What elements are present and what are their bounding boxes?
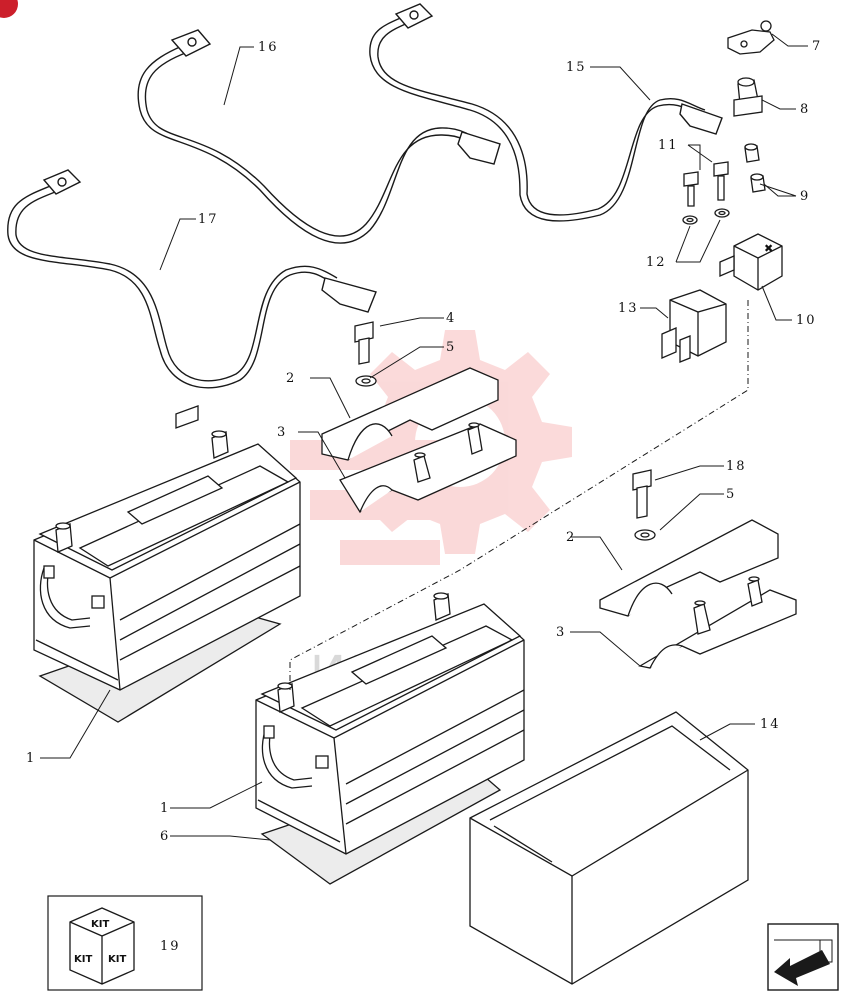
battery-lower <box>255 592 525 885</box>
kit-panel <box>47 895 203 991</box>
callout-16: 16 <box>258 40 279 55</box>
callout-4: 4 <box>446 311 456 326</box>
kit-top-label: KIT <box>91 919 109 930</box>
battery-upper <box>33 405 301 723</box>
callout-1: 1 <box>160 801 170 816</box>
callout-2: 2 <box>566 530 576 545</box>
callout-12: 12 <box>646 255 667 270</box>
callout-10: 10 <box>796 313 817 328</box>
relay-13 <box>661 289 727 363</box>
callout-6: 6 <box>160 829 170 844</box>
callout-5: 5 <box>446 340 456 355</box>
arrow-back-icon[interactable] <box>767 923 839 991</box>
kit-right-label: KIT <box>108 954 126 965</box>
bolts-11 <box>682 161 730 225</box>
cable-15 <box>369 3 723 222</box>
bracket-upper <box>321 321 517 514</box>
callout-9: 9 <box>800 189 810 204</box>
cable-16 <box>137 29 501 244</box>
callout-15: 15 <box>566 60 587 75</box>
callout-1: 1 <box>26 751 36 766</box>
terminal-clamp <box>727 20 775 55</box>
callout-2: 2 <box>286 371 296 386</box>
bracket-lower <box>599 469 797 669</box>
cable-17 <box>7 169 377 389</box>
guide-lines <box>289 300 749 690</box>
caps <box>744 143 766 193</box>
kit-left-label: KIT <box>74 954 92 965</box>
svg-text:✖: ✖ <box>764 242 773 255</box>
callout-18: 18 <box>726 459 747 474</box>
relay: ✖ <box>719 233 783 291</box>
callout-13: 13 <box>618 301 639 316</box>
callout-17: 17 <box>198 212 219 227</box>
callout-3: 3 <box>556 625 566 640</box>
callout-14: 14 <box>760 717 781 732</box>
leader-lines <box>40 33 808 841</box>
corner-badge-icon <box>0 0 18 18</box>
callout-3: 3 <box>277 425 287 440</box>
callout-8: 8 <box>800 102 810 117</box>
callout-11: 11 <box>658 138 679 153</box>
callout-7: 7 <box>812 39 822 54</box>
terminal-cap <box>733 77 763 117</box>
battery-box <box>469 711 749 985</box>
callout-19: 19 <box>160 939 181 954</box>
callout-5: 5 <box>726 487 736 502</box>
